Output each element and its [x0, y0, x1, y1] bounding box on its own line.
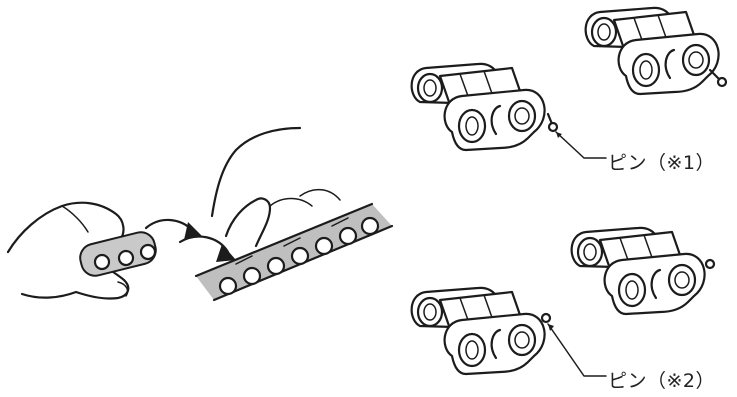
chain-strand [218, 216, 380, 296]
pin-label-2: ピン（※2） [608, 370, 716, 392]
leader-line-pin2 [547, 323, 607, 377]
pin-icon [540, 312, 552, 324]
hand-illustration [6, 126, 394, 302]
pin-label-1: ピン（※1） [608, 152, 716, 174]
pin-icon [547, 121, 559, 133]
chain-link-pair-1 [410, 6, 728, 152]
right-hand-icon [210, 126, 302, 248]
leader-line-pin1 [555, 131, 607, 159]
chain-link-pair-2 [410, 226, 716, 376]
